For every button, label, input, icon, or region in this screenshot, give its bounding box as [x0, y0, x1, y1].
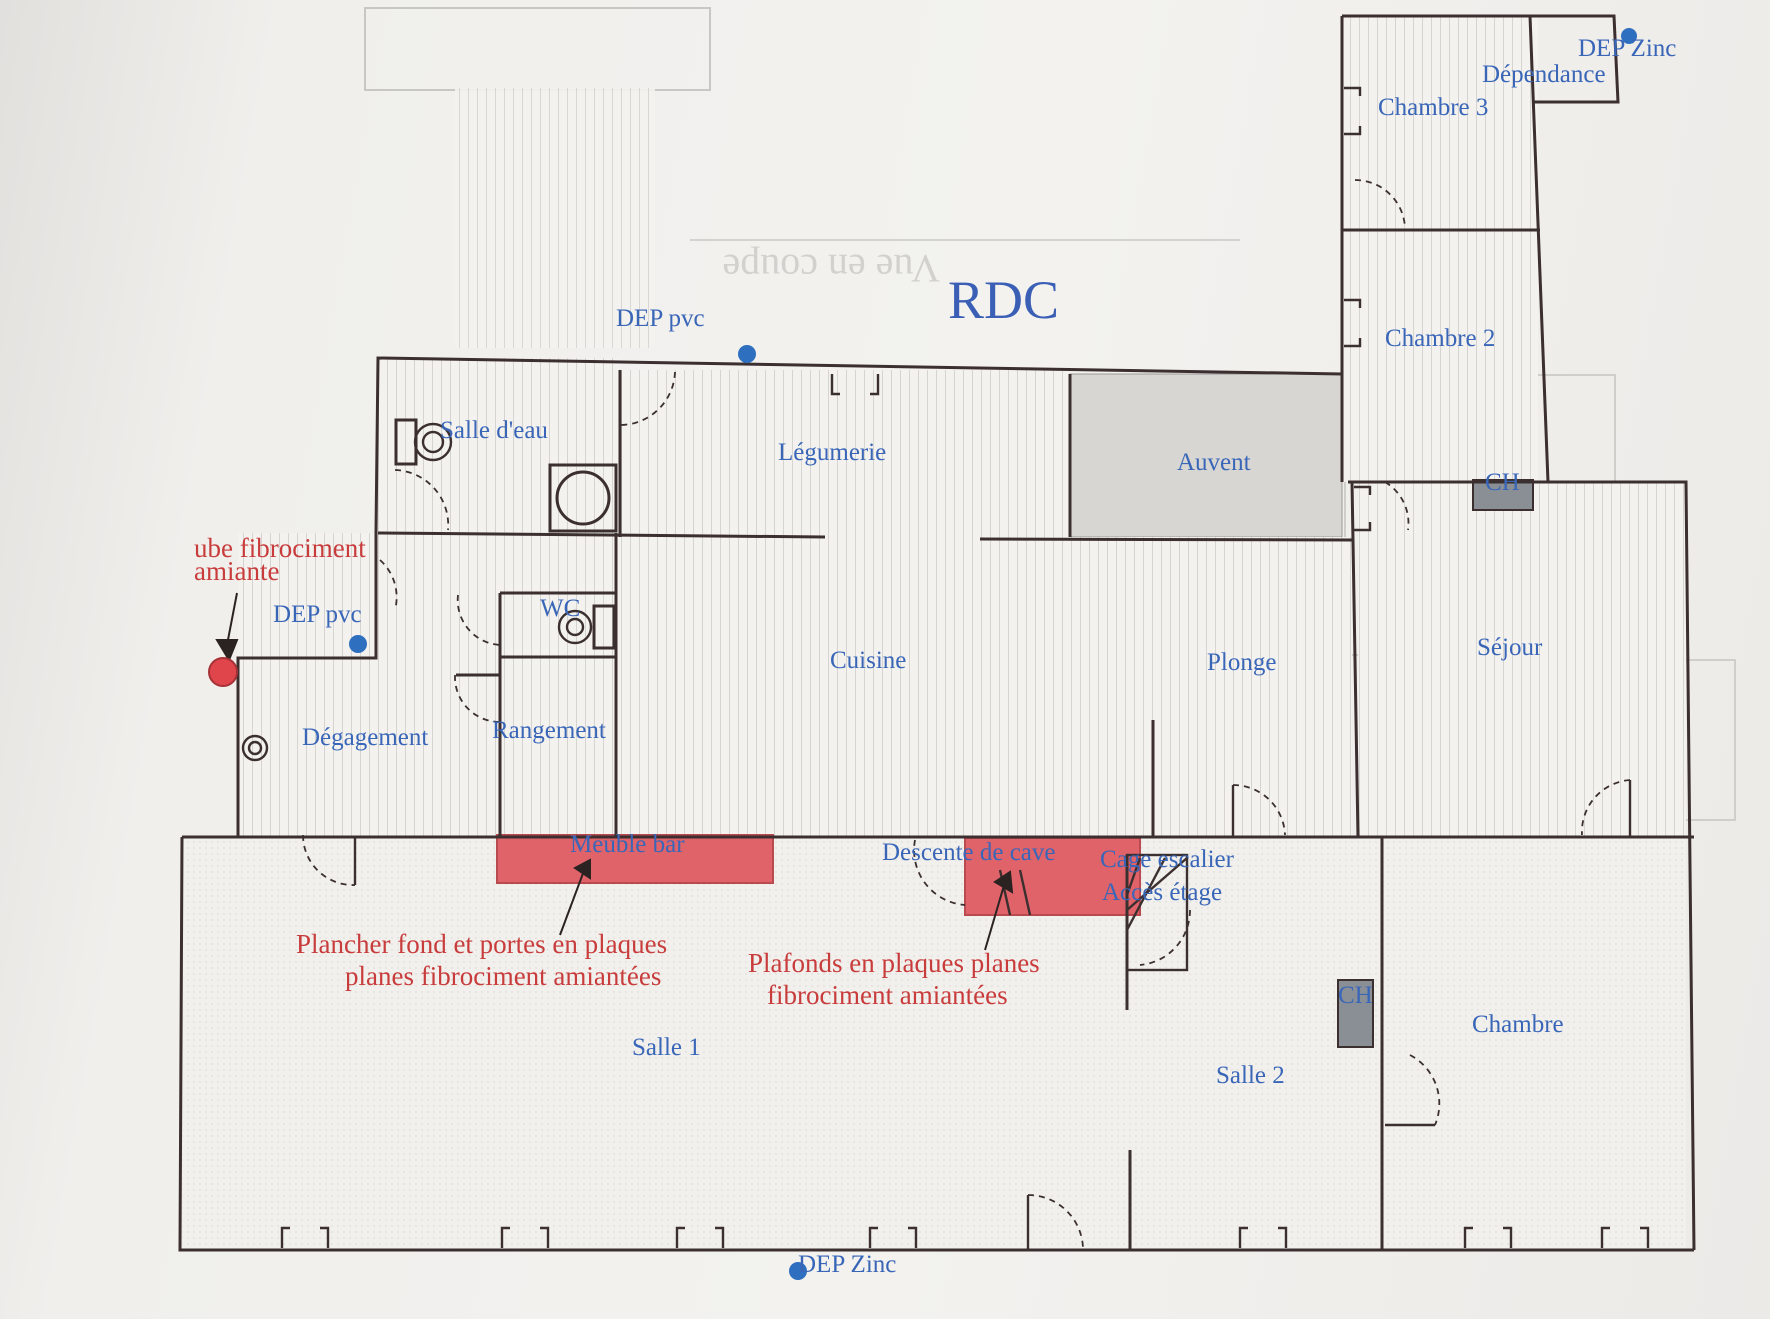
room-fills	[182, 16, 1686, 1250]
room-salle-2: Salle 2	[1216, 1062, 1285, 1089]
plan-title: RDC	[948, 270, 1059, 330]
dep-zinc-top-dot	[1621, 28, 1637, 44]
room-salle-eau: Salle d'eau	[440, 417, 548, 444]
room-degagement: Dégagement	[302, 724, 428, 751]
room-meuble-bar: Meuble bar	[570, 831, 685, 858]
room-salle-1: Salle 1	[632, 1034, 701, 1061]
door-swings	[302, 179, 1632, 1250]
note-tube-line-2: amiante	[194, 556, 279, 586]
asbestos-annotations: ube fibrociment amiante Plancher fond et…	[194, 533, 1040, 1010]
label-ch-top: CH	[1485, 469, 1520, 496]
room-labels: Salle d'eau Légumerie Auvent Chambre 3 C…	[302, 61, 1606, 1089]
room-wc: WC	[540, 595, 580, 622]
walls	[178, 14, 1696, 1252]
room-cage-escalier: Cage escalier	[1100, 846, 1235, 873]
meuble-bar-zone	[496, 834, 774, 884]
chimney-mid	[1337, 979, 1374, 1048]
descente-cave-zone	[964, 837, 1141, 916]
room-rangement: Rangement	[492, 717, 606, 744]
marker-labels: DEP Zinc DEP pvc DEP pvc DEP Zinc CH CH	[273, 35, 1676, 1278]
note-plancher-line-2: planes fibrociment amiantées	[345, 961, 661, 991]
chimney-top	[1472, 479, 1534, 511]
note-plancher-line-1: Plancher fond et portes en plaques	[296, 929, 667, 959]
label-dep-zinc-top: DEP Zinc	[1578, 35, 1676, 62]
label-dep-zinc-bottom: DEP Zinc	[798, 1251, 896, 1278]
room-acces-etage: Accès étage	[1102, 879, 1222, 906]
room-legumerie: Légumerie	[778, 439, 886, 466]
ghost-text: Vue en coupe	[723, 246, 941, 291]
window-symbols	[280, 86, 1650, 1248]
tube-fibrociment-marker	[208, 657, 238, 687]
fixtures	[241, 422, 593, 762]
label-dep-pvc-top: DEP pvc	[616, 305, 705, 332]
dep-zinc-bottom-dot	[789, 1262, 807, 1280]
room-plonge: Plonge	[1207, 649, 1276, 676]
room-dependance: Dépendance	[1482, 61, 1606, 88]
room-descente-cave: Descente de cave	[882, 839, 1056, 866]
label-ch-mid: CH	[1338, 982, 1373, 1009]
label-dep-pvc-left: DEP pvc	[273, 601, 362, 628]
note-plafonds-line-1: Plafonds en plaques planes	[748, 948, 1040, 978]
room-chambre: Chambre	[1472, 1011, 1564, 1038]
room-sejour: Séjour	[1477, 634, 1543, 661]
room-chambre-2: Chambre 2	[1385, 325, 1495, 352]
annotation-arrows	[215, 592, 1014, 951]
note-tube-line-1: ube fibrociment	[194, 533, 366, 563]
dep-pvc-left-dot	[349, 635, 367, 653]
dep-pvc-top-dot	[738, 345, 756, 363]
room-chambre-3: Chambre 3	[1378, 94, 1488, 121]
note-plafonds-line-2: fibrociment amiantées	[767, 980, 1008, 1010]
room-auvent: Auvent	[1177, 449, 1251, 476]
room-cuisine: Cuisine	[830, 647, 906, 674]
